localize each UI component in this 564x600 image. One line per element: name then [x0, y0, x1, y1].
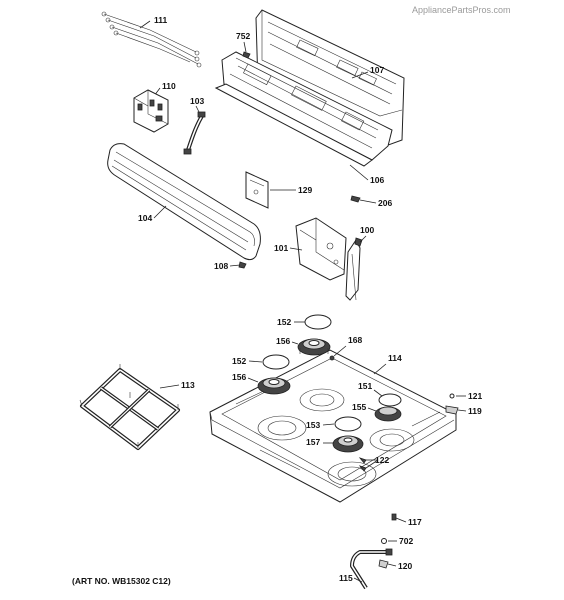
part-168-spark-electrode: [329, 355, 335, 361]
part-157-burner-head-lower: [332, 435, 364, 453]
callout-752: 752: [236, 31, 250, 41]
callout-156-left: 156: [232, 372, 246, 382]
part-156-burner-head-upper: [297, 338, 331, 356]
part-107-backsplash: [255, 9, 405, 149]
part-151-burner-cap-right: [378, 393, 402, 407]
callout-206: 206: [378, 198, 392, 208]
part-152-burner-cap-left: [262, 354, 290, 370]
part-106-vent-trim: [214, 51, 393, 167]
callout-114: 114: [388, 353, 402, 363]
part-153-burner-cap-lower: [334, 416, 362, 432]
callout-101: 101: [274, 243, 288, 253]
callout-155: 155: [352, 402, 366, 412]
part-122-screw-a: [358, 457, 367, 464]
callout-107: 107: [370, 65, 384, 75]
part-101-bracket: [295, 217, 347, 281]
part-104-control-panel: [107, 143, 261, 261]
callout-151: 151: [358, 381, 372, 391]
part-129-bracket-plate: [245, 171, 269, 209]
callout-106: 106: [370, 175, 384, 185]
part-110-control-board: [133, 89, 169, 133]
part-114-cooktop: [209, 349, 457, 503]
callout-108: 108: [214, 261, 228, 271]
part-122-screw-b: [358, 465, 367, 472]
callout-122: 122: [375, 455, 389, 465]
part-113-burner-grate: [79, 364, 180, 450]
part-119-clip: [445, 405, 459, 415]
part-120-fitting: [378, 559, 389, 569]
callout-111: 111: [154, 15, 168, 25]
callout-156-upper: 156: [276, 336, 290, 346]
callout-121: 121: [468, 391, 482, 401]
callout-113: 113: [181, 380, 195, 390]
callout-103: 103: [190, 96, 204, 106]
callout-129: 129: [298, 185, 312, 195]
callout-702: 702: [399, 536, 413, 546]
part-103-wire: [183, 111, 206, 155]
part-100-side-bracket: [345, 237, 363, 301]
part-108-screw: [238, 261, 247, 269]
callout-120: 120: [398, 561, 412, 571]
part-702-washer: [381, 538, 387, 544]
callout-152-upper: 152: [277, 317, 291, 327]
callout-152-left: 152: [232, 356, 246, 366]
part-152-burner-cap-upper: [304, 314, 332, 330]
watermark-text: AppliancePartsPros.com: [412, 5, 511, 15]
part-111-wire-harness: [101, 11, 202, 68]
part-155-burner-head-right: [374, 406, 402, 422]
callout-119: 119: [468, 406, 482, 416]
callout-115: 115: [339, 573, 353, 583]
callout-117: 117: [408, 517, 422, 527]
part-206-screw: [350, 195, 361, 203]
callout-168: 168: [348, 335, 362, 345]
callout-110: 110: [162, 81, 176, 91]
callout-153: 153: [306, 420, 320, 430]
art-number: (ART NO. WB15302 C12): [72, 576, 171, 586]
callout-157: 157: [306, 437, 320, 447]
callout-104: 104: [138, 213, 152, 223]
part-117-screw: [391, 513, 397, 521]
part-121-grommet: [449, 393, 455, 399]
part-752-screw: [242, 51, 251, 59]
part-156-burner-head-left: [257, 377, 291, 395]
callout-100: 100: [360, 225, 374, 235]
part-115-manifold-tube: [350, 548, 393, 590]
